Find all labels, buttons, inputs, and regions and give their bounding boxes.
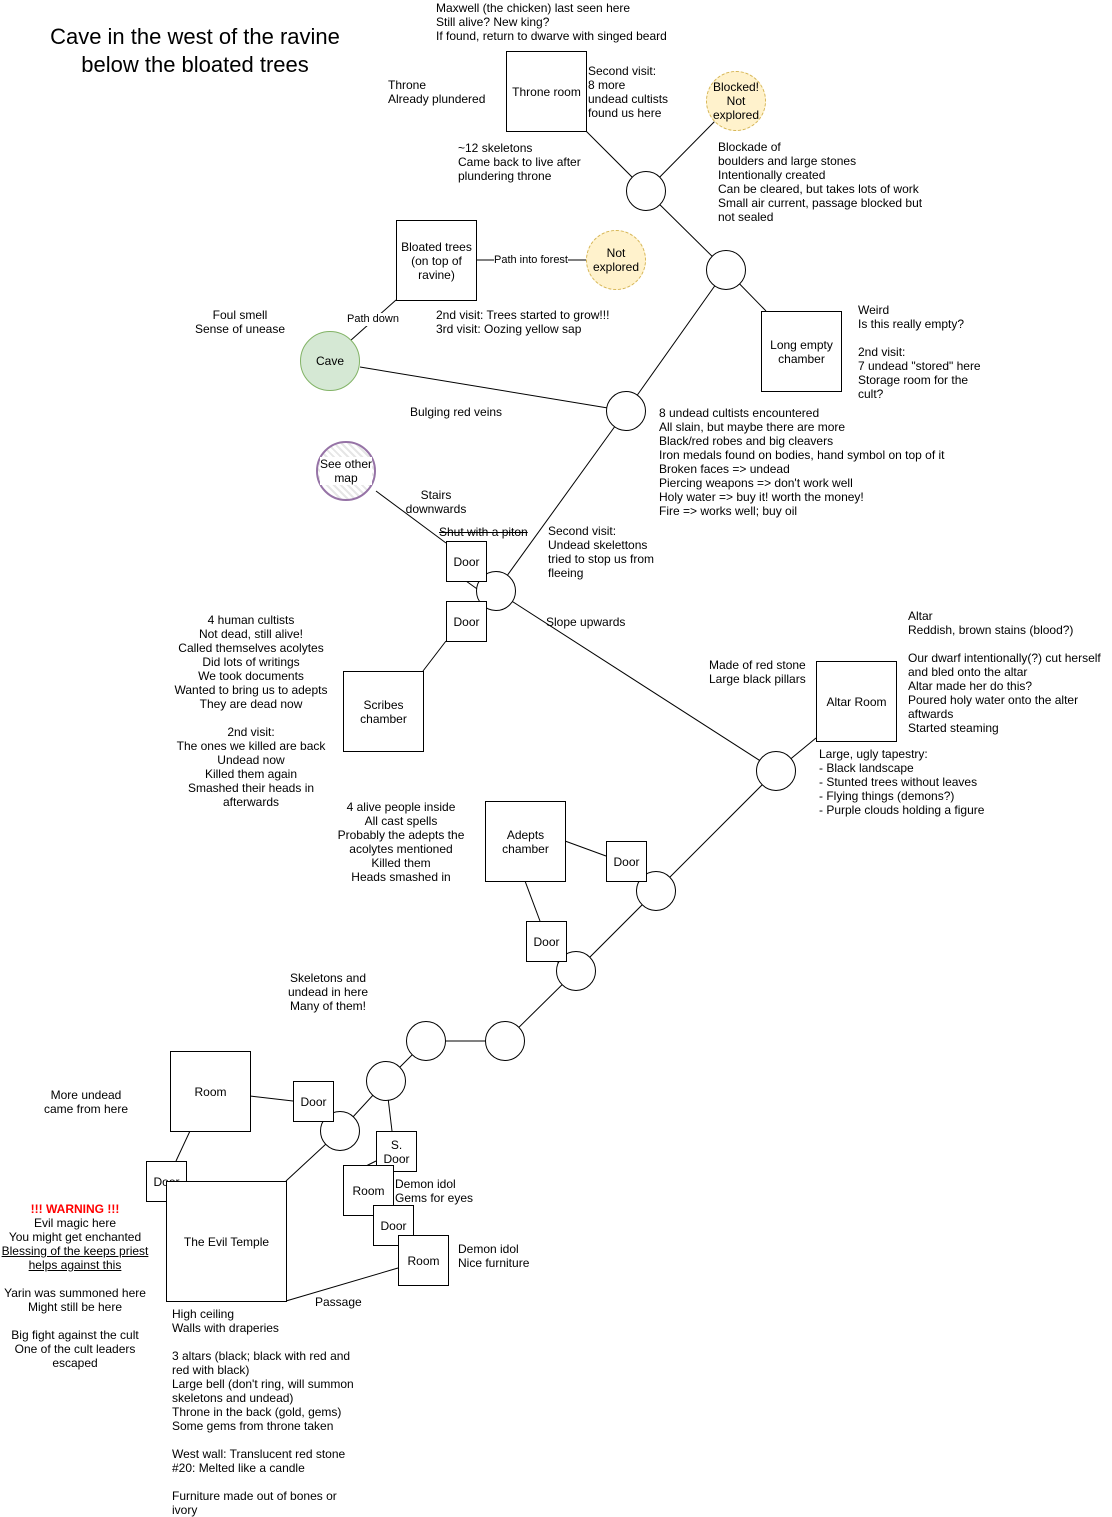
not-explored-marker[interactable]: Not explored (586, 230, 646, 290)
junction-node[interactable] (606, 391, 646, 431)
edge-room-door (249, 1095, 294, 1102)
blocked-unexplored-marker[interactable]: Blocked! Not explored (706, 71, 766, 131)
edge-slope-altar-junction (495, 590, 777, 772)
long-empty-chamber[interactable]: Long empty chamber (761, 311, 842, 392)
edge-other-map-door (375, 490, 447, 544)
door[interactable]: Door (526, 921, 567, 962)
note-tapestry: Large, ugly tapestry:- Black landscape- … (819, 747, 985, 817)
room-northwest[interactable]: Room (170, 1051, 251, 1132)
edge-adepts-door (564, 840, 607, 857)
edge-veins-stairs-junction (495, 410, 627, 592)
edge-label-shut-with-piton: Shut with a piton (439, 525, 528, 539)
note-slope: Slope upwards (546, 615, 626, 629)
scribes-chamber[interactable]: Scribes chamber (343, 671, 424, 752)
junction-node[interactable] (756, 751, 796, 791)
junction-node[interactable] (366, 1061, 406, 1101)
door[interactable]: Door (446, 601, 487, 642)
bloated-trees-room[interactable]: Bloated trees (on top of ravine) (396, 220, 477, 301)
edge-label-path-down: Path down (347, 313, 399, 326)
map-title: Cave in the west of the ravine below the… (50, 24, 340, 77)
edge-door-scribes (422, 640, 447, 672)
edge-room-temple-door (175, 1130, 191, 1162)
throne-room[interactable]: Throne room (506, 51, 587, 132)
junction-node[interactable] (706, 250, 746, 290)
note-trees-visits: 2nd visit: Trees started to grow!!!3rd v… (436, 308, 610, 336)
junction-node[interactable] (406, 1021, 446, 1061)
room-lower[interactable]: Room (398, 1235, 449, 1286)
altar-room[interactable]: Altar Room (816, 661, 897, 742)
edge-label-path-into-forest: Path into forest (494, 254, 568, 267)
junction-node[interactable] (485, 1021, 525, 1061)
edge-adepts-door2 (524, 880, 541, 922)
edge-junction-veins (625, 269, 727, 412)
edge-label-passage: Passage (315, 1295, 362, 1309)
door[interactable]: Door (446, 541, 487, 582)
door[interactable]: Door (293, 1081, 334, 1122)
see-other-map-marker[interactable]: See other map (316, 441, 376, 501)
adepts-chamber[interactable]: Adepts chamber (485, 801, 566, 882)
evil-temple[interactable]: The Evil Temple (166, 1181, 287, 1302)
door[interactable]: Door (606, 841, 647, 882)
note-bulging-veins: Bulging red veins (410, 405, 503, 419)
edge-altar-junction-adepts (655, 770, 777, 892)
cave-entrance[interactable]: Cave (300, 331, 360, 391)
edge-temple-room-passage (285, 1267, 399, 1302)
edge-cave-veins (359, 366, 627, 412)
junction-node[interactable] (626, 171, 666, 211)
